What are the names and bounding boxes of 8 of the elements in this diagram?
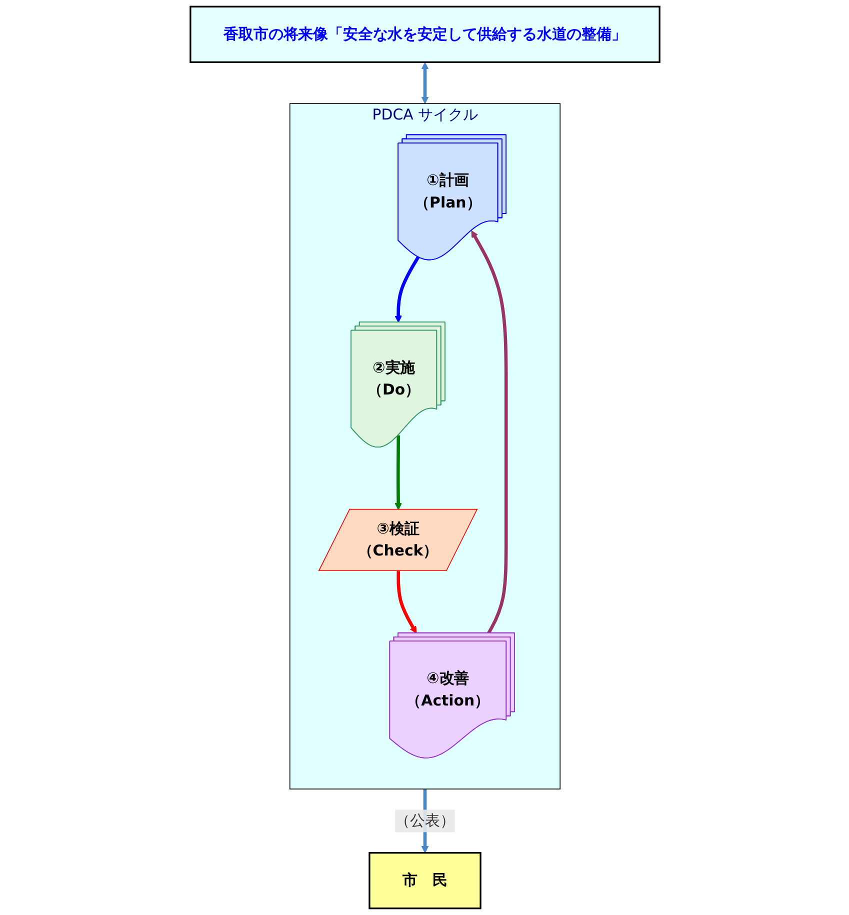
arrow bbox=[396, 571, 416, 634]
arrow bbox=[420, 62, 428, 104]
edge-label: （公表） bbox=[394, 812, 454, 830]
node-box: 香取市の将来像「安全な水を安定して供給する水道の整備」 bbox=[189, 6, 660, 63]
arrow bbox=[470, 230, 508, 634]
arrow bbox=[394, 256, 420, 323]
arrow bbox=[394, 435, 402, 510]
node-box: 市 民 bbox=[368, 852, 481, 910]
